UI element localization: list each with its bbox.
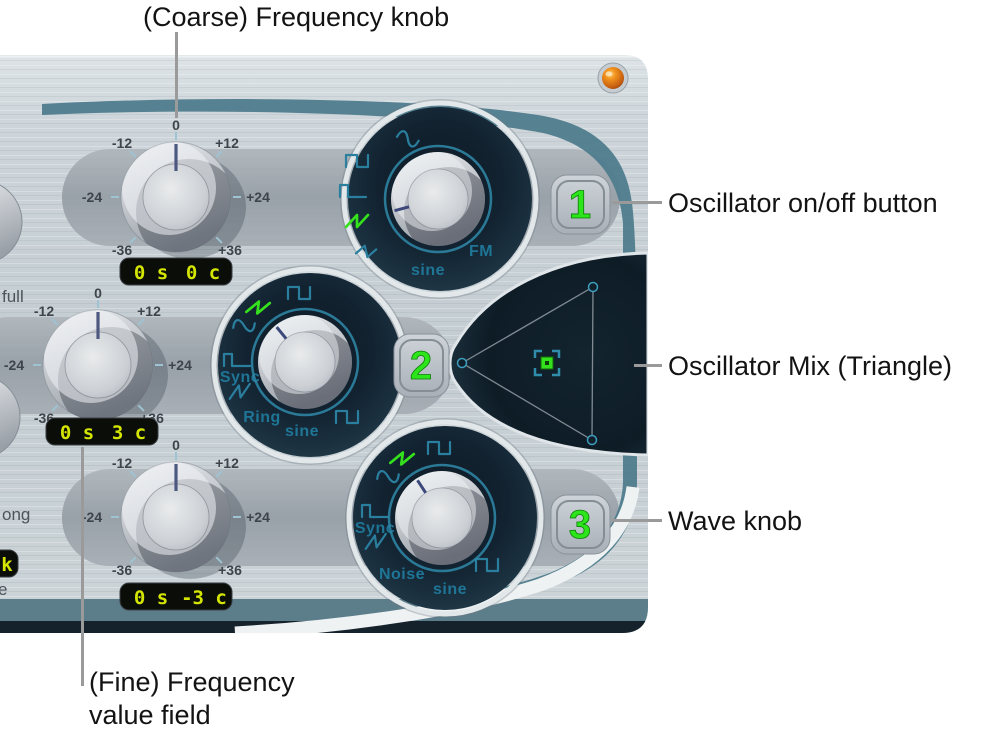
osc1-number: 1 bbox=[569, 183, 591, 227]
callout-fine-frequency-line2: value field bbox=[89, 700, 211, 730]
scale-plus36: +36 bbox=[218, 242, 242, 258]
osc1-fm-label: FM bbox=[469, 243, 493, 260]
osc2-wave-arc bbox=[250, 307, 360, 417]
osc1-fine-frequency-field[interactable]: 0 s 0 c bbox=[119, 257, 233, 286]
osc1-wave-pointer bbox=[394, 205, 410, 213]
scale-plus12: +12 bbox=[215, 455, 239, 471]
osc1-cents-value: 0 c bbox=[186, 262, 220, 284]
scale-minus12: -12 bbox=[34, 303, 54, 319]
osc3-cents-value: -3 c bbox=[181, 587, 227, 609]
osc3-number: 3 bbox=[569, 503, 591, 547]
osc2-wave-pointer bbox=[275, 326, 288, 340]
scale-plus24: +24 bbox=[246, 509, 270, 525]
mix-vertex-osc1[interactable] bbox=[587, 281, 599, 293]
mix-triangle-outline bbox=[460, 285, 594, 442]
osc3-wave-arc bbox=[387, 463, 497, 573]
scale-0: 0 bbox=[172, 117, 180, 133]
scale-plus12: +12 bbox=[137, 303, 161, 319]
osc1-circle-shadow bbox=[340, 99, 540, 299]
left-edge-label-e: e bbox=[0, 580, 7, 599]
osc2-ring-label: Ring bbox=[243, 409, 281, 426]
callout-oscillator-mix: Oscillator Mix (Triangle) bbox=[668, 351, 953, 381]
mix-vertex-osc2[interactable] bbox=[456, 357, 468, 369]
osc1-circle-rim bbox=[341, 100, 539, 298]
callout-wave-knob: Wave knob bbox=[668, 506, 803, 536]
osc3-frequency-section: 0 -12 +12 -24 +24 -36 +36 0 s -3 c bbox=[82, 437, 270, 611]
callout-line-coarse-knob bbox=[175, 32, 178, 118]
osc3-fine-frequency-field[interactable]: 0 s -3 c bbox=[119, 582, 233, 611]
osc1-sine-label: sine bbox=[411, 262, 445, 279]
callout-fine-frequency-field: (Fine) Frequency value field bbox=[89, 666, 295, 732]
osc2-sync-label: Sync bbox=[220, 369, 260, 386]
callout-line-wave-knob bbox=[612, 519, 662, 522]
bottom-white-ribbon bbox=[234, 486, 640, 633]
osc2-frequency-section: 0 -12 +12 -24 +24 -36 +36 0 s 3 c bbox=[4, 285, 192, 446]
scale-minus36: -36 bbox=[112, 242, 132, 258]
left-edge-label-ong: ong bbox=[2, 505, 30, 524]
osc2-wave-knob[interactable] bbox=[258, 314, 361, 420]
osc3-circle-rim bbox=[346, 419, 544, 617]
scale-minus36: -36 bbox=[112, 562, 132, 578]
callout-fine-frequency-line1: (Fine) Frequency bbox=[89, 667, 295, 697]
callout-line-on-off-button bbox=[612, 201, 662, 204]
scale-minus24: -24 bbox=[4, 357, 24, 373]
osc2-wave-section: Sync Ring sine bbox=[210, 265, 410, 465]
scale-0: 0 bbox=[94, 285, 102, 301]
scale-minus12: -12 bbox=[112, 455, 132, 471]
scale-minus12: -12 bbox=[112, 135, 132, 151]
scale-plus12: +12 bbox=[215, 135, 239, 151]
oscillator-mix-area[interactable] bbox=[448, 251, 648, 457]
osc1-frequency-section: 0 -12 +12 -24 +24 -36 +36 0 s 0 c bbox=[82, 117, 270, 286]
mix-handle-dot bbox=[545, 361, 549, 365]
callout-oscillator-on-off-button: Oscillator on/off button bbox=[668, 188, 938, 218]
osc3-semitone-value: 0 s bbox=[134, 587, 168, 609]
osc2-cents-value: 3 c bbox=[112, 422, 146, 444]
scale-0: 0 bbox=[172, 437, 180, 453]
left-edge-partial-knob-2[interactable] bbox=[0, 374, 21, 460]
osc3-wave-section: Sync Noise sine bbox=[345, 418, 545, 618]
osc3-sync-label: Sync bbox=[355, 520, 395, 537]
callout-line-fine-field bbox=[81, 447, 84, 686]
power-led bbox=[597, 62, 629, 94]
left-edge-label-full: full bbox=[2, 287, 24, 306]
osc1-wave-section: sine FM bbox=[338, 99, 540, 299]
callout-line-osc-mix bbox=[634, 364, 662, 367]
osc2-on-off-button[interactable]: 2 bbox=[393, 333, 450, 398]
scale-plus36: +36 bbox=[218, 562, 242, 578]
osc2-semitone-value: 0 s bbox=[60, 422, 94, 444]
osc2-sine-label: sine bbox=[285, 423, 319, 440]
osc2-number: 2 bbox=[410, 344, 432, 388]
mix-handle[interactable] bbox=[533, 349, 561, 377]
osc3-wave-pointer bbox=[416, 479, 427, 494]
scale-minus24: -24 bbox=[82, 509, 102, 525]
left-edge-value-k: k bbox=[1, 554, 13, 576]
scale-plus24: +24 bbox=[246, 189, 270, 205]
callout-coarse-frequency-knob: (Coarse) Frequency knob bbox=[143, 2, 450, 32]
osc3-circle-shadow bbox=[345, 418, 545, 618]
osc1-on-off-button[interactable]: 1 bbox=[550, 174, 611, 235]
mix-blob bbox=[448, 251, 648, 457]
osc1-wave-arc bbox=[383, 144, 493, 254]
led-orange-light bbox=[602, 67, 624, 89]
osc1-semitone-value: 0 s bbox=[134, 262, 168, 284]
left-edge-partial-knob-1[interactable] bbox=[0, 179, 23, 265]
led-highlight bbox=[605, 71, 613, 77]
scale-minus24: -24 bbox=[82, 189, 102, 205]
osc2-fine-frequency-field[interactable]: 0 s 3 c bbox=[45, 417, 159, 446]
osc1-wave-knob[interactable] bbox=[391, 151, 494, 257]
mix-vertex-osc3[interactable] bbox=[586, 434, 598, 446]
osc3-sine-label: sine bbox=[433, 581, 467, 598]
osc3-noise-label: Noise bbox=[379, 566, 425, 583]
es2-oscillator-panel: sine FM Sync Ring sine bbox=[0, 55, 648, 633]
scale-plus24: +24 bbox=[168, 357, 192, 373]
osc3-on-off-button[interactable]: 3 bbox=[550, 494, 611, 555]
left-edge-partial-value-field[interactable]: k bbox=[0, 549, 19, 578]
osc3-wave-knob[interactable] bbox=[395, 470, 498, 576]
mix-handle-brackets bbox=[533, 349, 561, 377]
